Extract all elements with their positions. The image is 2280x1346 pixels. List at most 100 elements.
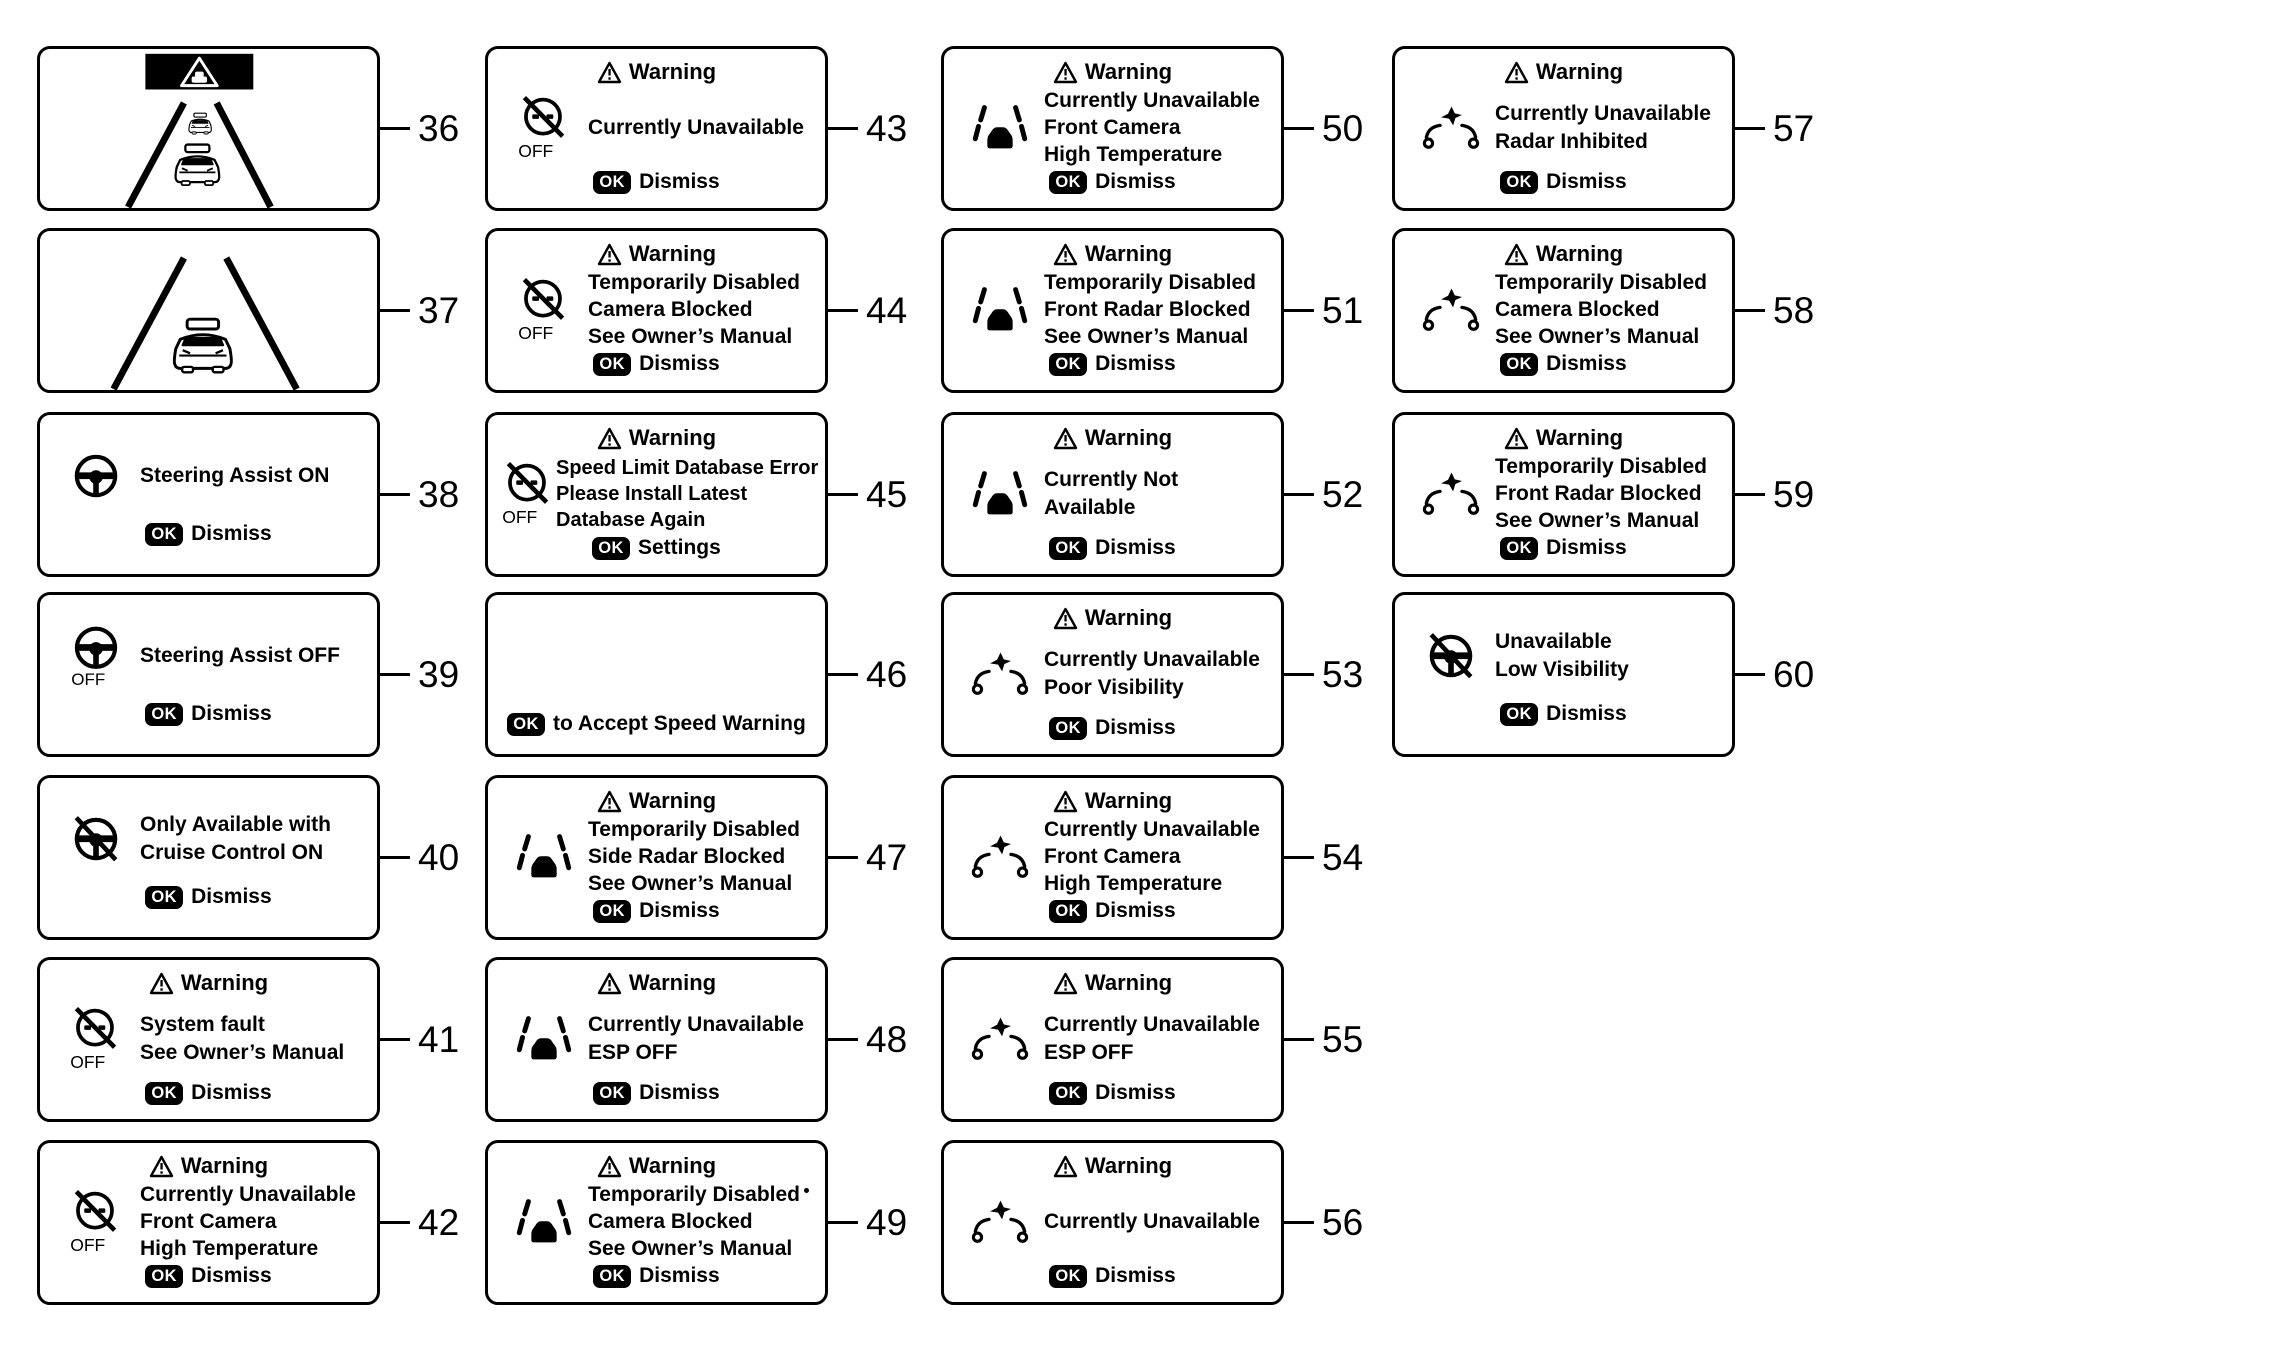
warning-label: Warning	[1084, 788, 1173, 813]
message-line: Currently Unavailable	[1044, 817, 1260, 841]
icon-cell	[956, 286, 1044, 334]
callout-number: 46	[866, 653, 908, 695]
action-label: Dismiss	[1095, 1264, 1176, 1287]
ok-button-badge: OK	[593, 899, 632, 923]
leader-line	[1735, 672, 1765, 676]
ok-button-badge: OK	[593, 170, 632, 194]
message-line: Speed Limit Database Error	[556, 456, 819, 479]
warning-header: Warning	[956, 425, 1269, 451]
car-rear-graphic	[174, 143, 221, 187]
warning-triangle-icon	[597, 1155, 622, 1177]
leader-line	[1284, 855, 1314, 859]
icon-cell	[956, 1200, 1044, 1244]
warning-header: Warning	[1407, 241, 1720, 267]
action-label: Dismiss	[1546, 170, 1627, 193]
callout-number: 41	[418, 1018, 460, 1060]
speed-limit-off-icon: OFF	[518, 277, 565, 342]
message-line: Front Camera	[1044, 844, 1181, 868]
ok-button-badge: OK	[145, 885, 184, 909]
leader-line	[828, 855, 858, 859]
action-label: Dismiss	[639, 899, 720, 922]
message-line: See Owner’s Manual	[1495, 509, 1700, 533]
warning-label: Warning	[628, 241, 717, 266]
warning-header: Warning	[500, 1153, 813, 1179]
warning-label: Warning	[1084, 425, 1173, 450]
message-line: See Owner’s Manual	[1044, 325, 1249, 349]
warning-triangle-icon	[597, 427, 622, 449]
callout-number: 45	[866, 473, 908, 515]
action-label: Dismiss	[1095, 170, 1176, 193]
ok-button-badge: OK	[1049, 536, 1088, 560]
message-line: Front Camera	[1044, 115, 1181, 139]
icon-cell	[52, 452, 140, 500]
steering-wheel-icon	[74, 454, 118, 497]
callout-number: 47	[866, 836, 908, 878]
warning-header: Warning	[500, 59, 813, 85]
action-label: Dismiss	[191, 1081, 272, 1104]
message-line: Temporarily Disabled	[1495, 454, 1708, 478]
speed-limit-off-icon: OFF	[70, 1189, 117, 1254]
ok-button-badge: OK	[593, 1081, 632, 1105]
message-line: Database Again	[556, 508, 706, 531]
svg-text:OFF: OFF	[70, 1234, 105, 1254]
message-line: Steering Assist OFF	[140, 643, 340, 667]
callout-number: 53	[1322, 653, 1364, 695]
cluster-display-lane-view	[110, 256, 300, 390]
leader-line	[1284, 492, 1314, 496]
leader-line	[380, 126, 410, 130]
cluster-display-panel	[37, 228, 380, 393]
callout-number: 59	[1773, 473, 1815, 515]
icon-cell	[500, 833, 588, 881]
leader-line	[380, 672, 410, 676]
message-line: Cruise Control ON	[140, 840, 324, 864]
svg-text:OFF: OFF	[518, 140, 553, 160]
warning-label: Warning	[1084, 1153, 1173, 1178]
message-line: High Temperature	[1044, 872, 1223, 896]
ok-button-badge: OK	[507, 712, 545, 736]
callout-number: 49	[866, 1201, 908, 1243]
warning-triangle-icon	[597, 243, 622, 265]
icon-cell	[956, 470, 1044, 518]
message-line: Currently Not Available	[1044, 468, 1179, 519]
message-line: Currently Unavailable	[1044, 88, 1260, 112]
leader-line	[828, 492, 858, 496]
icon-cell	[52, 815, 140, 863]
warning-triangle-icon	[1504, 61, 1529, 83]
cluster-display-panel	[37, 46, 380, 211]
warning-label: Warning	[628, 1153, 717, 1178]
message-line: Front Radar Blocked	[1044, 297, 1251, 321]
ok-button-badge: OK	[1500, 352, 1539, 376]
warning-triangle-icon	[1053, 1155, 1078, 1177]
lane-keeping-icon	[972, 470, 1028, 514]
message-line: Temporarily Disabled	[588, 817, 801, 841]
leader-line	[828, 1037, 858, 1041]
ok-button-badge: OK	[145, 522, 184, 546]
leader-line	[1284, 672, 1314, 676]
collision-warning-icon	[1422, 472, 1480, 515]
collision-warning-icon	[971, 652, 1029, 695]
leader-line	[380, 1220, 410, 1224]
action-label: Dismiss	[191, 702, 272, 725]
